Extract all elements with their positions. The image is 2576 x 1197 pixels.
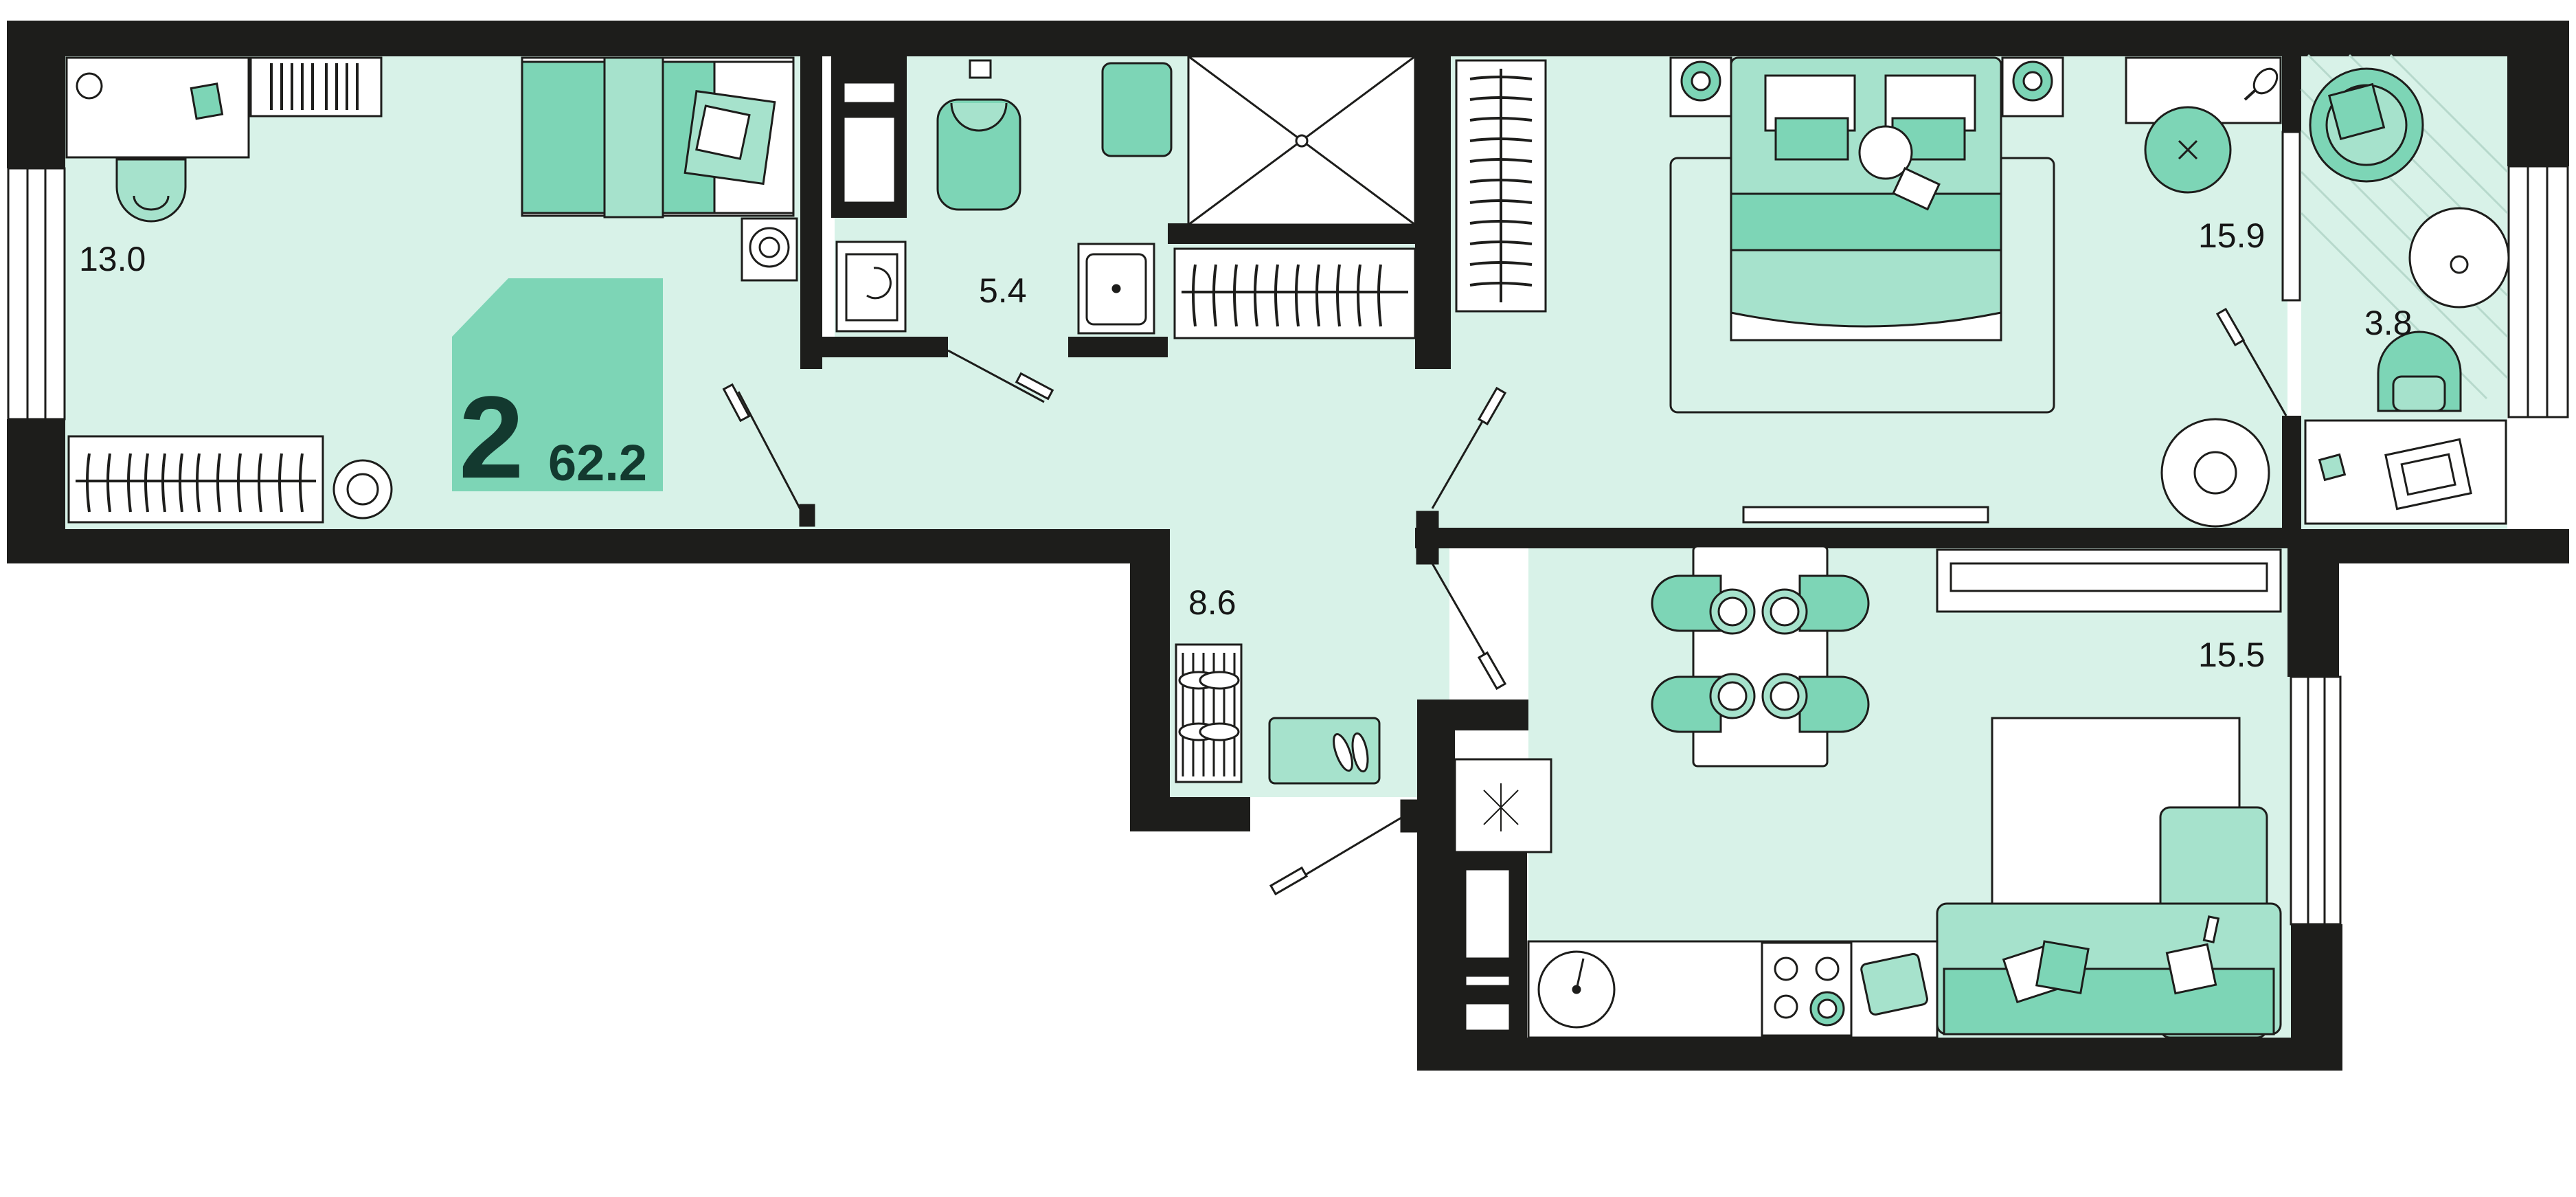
furniture-bedroom-right [1455,56,2282,528]
furniture-kitchen [1454,545,2282,1039]
wall-top [7,21,2569,56]
notebook-icon [190,82,224,120]
wall-bath-bottom-a [800,337,948,357]
window-kitchen [2290,675,2342,926]
card-icon [1892,167,1941,211]
toilet-tank [969,59,992,79]
wall-left-upper [7,21,65,168]
wall-bath-bottom-b [1068,337,1168,357]
wall-balcony-left-upper [2282,56,2301,132]
plant-small-icon [76,72,103,100]
bath-mat [1101,62,1173,157]
pillow-icon [695,104,751,160]
wall-hall-bottom [1130,797,1250,831]
door-bedroom-right [1416,386,1507,541]
area-label-balcony: 3.8 [2364,304,2413,342]
wall-bath-left [800,56,822,369]
area-label-hallway: 8.6 [1188,583,1236,622]
door-kitchen [1416,541,1507,691]
dining-chair-icon [1651,574,1722,632]
furniture-balcony [2309,67,2510,511]
shaft-b-1 [1464,868,1511,960]
windows [7,131,2569,926]
wall-kitchen-bottom [1417,1038,2342,1071]
bouquet-icon [1858,125,1913,180]
shafts [842,81,1511,1032]
slipper-icon [1333,732,1353,772]
wall-bath-right [1415,56,1451,369]
area-label-kitchen-living: 15.5 [2198,636,2266,674]
door-balcony [2215,307,2287,416]
furniture-hallway [1175,643,1381,785]
rooms-count: 2 [459,372,524,503]
wall-balcony-left-lower [2282,416,2301,533]
window-bedroom-balcony [2281,131,2301,302]
area-label-bedroom-right: 15.9 [2198,216,2266,255]
toilet-icon [936,98,1021,211]
dining-chair-icon [1651,675,1722,733]
wall-kitchen-left [1417,700,1455,1071]
wall-hall-left [1130,529,1170,831]
shoe-icon [1199,671,1240,690]
wall-kitchen-right-lower [2291,924,2342,1071]
shaft-b-2 [1464,974,1511,987]
office-chair-icon [115,158,187,223]
remote-icon [2202,915,2220,943]
dining-chair-icon [1798,675,1870,733]
wall-right-upper [2507,56,2569,166]
furniture-bedroom-left [65,56,798,524]
burner-icon [1815,957,1840,981]
door-entrance [1269,799,1420,896]
note-icon [2318,453,2347,482]
window-balcony [2507,165,2569,418]
wall-bottom-left [7,529,1168,563]
summary-badge [452,278,663,491]
cutting-board-icon [1860,952,1928,1016]
shaft-a-2 [842,115,896,204]
burner-icon [1774,994,1798,1019]
dining-chair-icon [1798,574,1870,632]
floor-hallway [804,337,1449,529]
area-label-bedroom-left: 13.0 [79,240,146,278]
shoe-rack [1175,643,1243,783]
cushion-icon [2035,940,2090,994]
area-label-bathroom: 5.4 [979,271,1027,310]
heater-bedroom [1742,506,1989,524]
slipper-icon [1351,732,1369,773]
furniture-bathroom [835,55,1416,339]
wall-shower [1168,223,1429,244]
cushion-icon [2165,943,2217,995]
door-bedroom-left [722,383,815,527]
cushion-icon [2327,82,2386,140]
door-bathroom [947,349,1054,403]
shaft-a-1 [842,81,896,104]
total-area: 62.2 [548,434,648,491]
wall-right-block [2287,529,2339,677]
shoe-icon [1199,722,1240,741]
walls [7,21,2569,1071]
burner-icon [1774,957,1798,981]
doors [722,307,2287,896]
window-left [7,167,66,421]
shaft-b-3 [1464,1002,1511,1032]
wall-bedroom-right-bottom [1415,528,2301,548]
